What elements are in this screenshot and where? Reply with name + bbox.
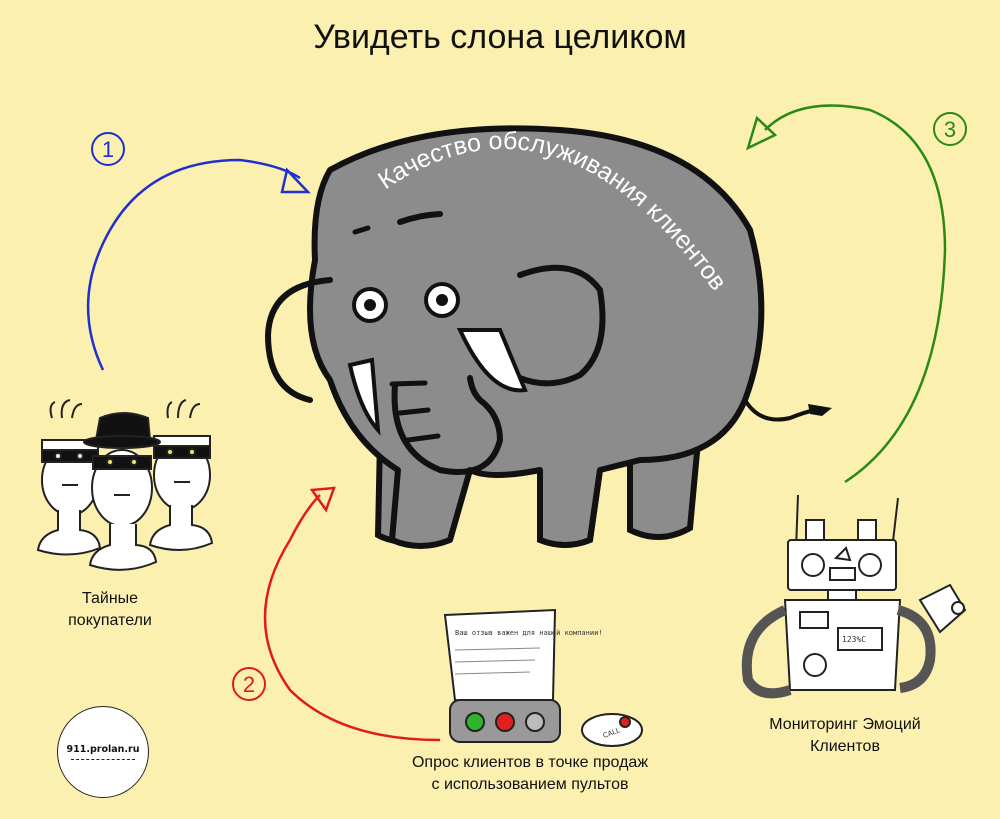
logo-divider xyxy=(71,759,135,760)
robot-display xyxy=(837,627,883,651)
survey-note-text: Ваш отзыв важен для нашей компании! xyxy=(455,629,603,637)
arrow-1-head xyxy=(280,167,311,194)
arrow-3-head xyxy=(745,115,778,151)
elephant-trunk xyxy=(391,375,504,475)
elephant-tusk-left xyxy=(347,357,381,436)
elephant-ear xyxy=(517,264,606,387)
elephant-tail xyxy=(743,398,817,422)
step-2-badge xyxy=(232,667,266,701)
arrow-2-head xyxy=(309,486,336,513)
arrow-step-2: 2 xyxy=(232,486,441,742)
survey-button-red xyxy=(495,712,515,732)
shopper-figure-center xyxy=(83,412,161,571)
step-2-number: 2 xyxy=(243,672,255,697)
elephant-leg-front xyxy=(537,469,603,548)
elephant: Качество обслуживания клиентов xyxy=(264,125,832,549)
survey-button-grey xyxy=(525,712,545,732)
arrow-step-1: 1 xyxy=(86,132,311,371)
step-3-label-line-2: Клиентов xyxy=(810,738,880,755)
robot-arm-left xyxy=(741,605,792,699)
step-3-label: Мониторинг Эмоций Клиентов xyxy=(735,714,955,758)
step-1-label-line-1: Тайные xyxy=(81,590,139,607)
step-1-label-line-2: покупатели xyxy=(68,612,152,629)
elephant-head-flap xyxy=(264,277,333,403)
elephant-tusk-right xyxy=(456,328,528,393)
survey-panel-illustration: Ваш отзыв важен для нашей компании! CALL xyxy=(443,608,643,747)
site-logo-badge: 911.prolan.ru xyxy=(57,706,149,798)
survey-note-paper xyxy=(443,608,557,704)
step-1-number: 1 xyxy=(102,137,114,162)
mystery-shoppers-illustration xyxy=(36,399,214,571)
step-2-label-line-2: с использованием пультов xyxy=(431,776,629,793)
step-3-badge xyxy=(933,112,967,146)
elephant-eyebrow-left xyxy=(352,225,371,235)
shopper-figure-right xyxy=(148,399,214,552)
step-1-label: Тайные покупатели xyxy=(40,588,180,632)
arrow-1-line xyxy=(86,158,301,371)
arrow-3-line xyxy=(764,104,947,484)
step-2-label-line-1: Опрос клиентов в точке продаж xyxy=(411,754,649,771)
step-2-label: Опрос клиентов в точке продаж с использо… xyxy=(345,752,715,796)
logo-text: 911.prolan.ru xyxy=(66,744,140,755)
elephant-eyebrow xyxy=(397,211,443,225)
robot-camera xyxy=(918,583,967,634)
robot-illustration: 123%C xyxy=(741,494,967,699)
shopper-figure-left xyxy=(36,399,102,556)
page-title: Увидеть слона целиком xyxy=(313,18,687,56)
robot-arm-right xyxy=(896,605,936,693)
survey-button-green xyxy=(465,712,485,732)
step-1-badge xyxy=(91,132,125,166)
step-3-label-line-1: Мониторинг Эмоций xyxy=(769,716,921,733)
arrow-step-3: 3 xyxy=(745,104,967,484)
arrow-2-line xyxy=(263,494,441,742)
robot-display-text: 123%C xyxy=(842,635,866,644)
step-3-number: 3 xyxy=(944,117,956,142)
